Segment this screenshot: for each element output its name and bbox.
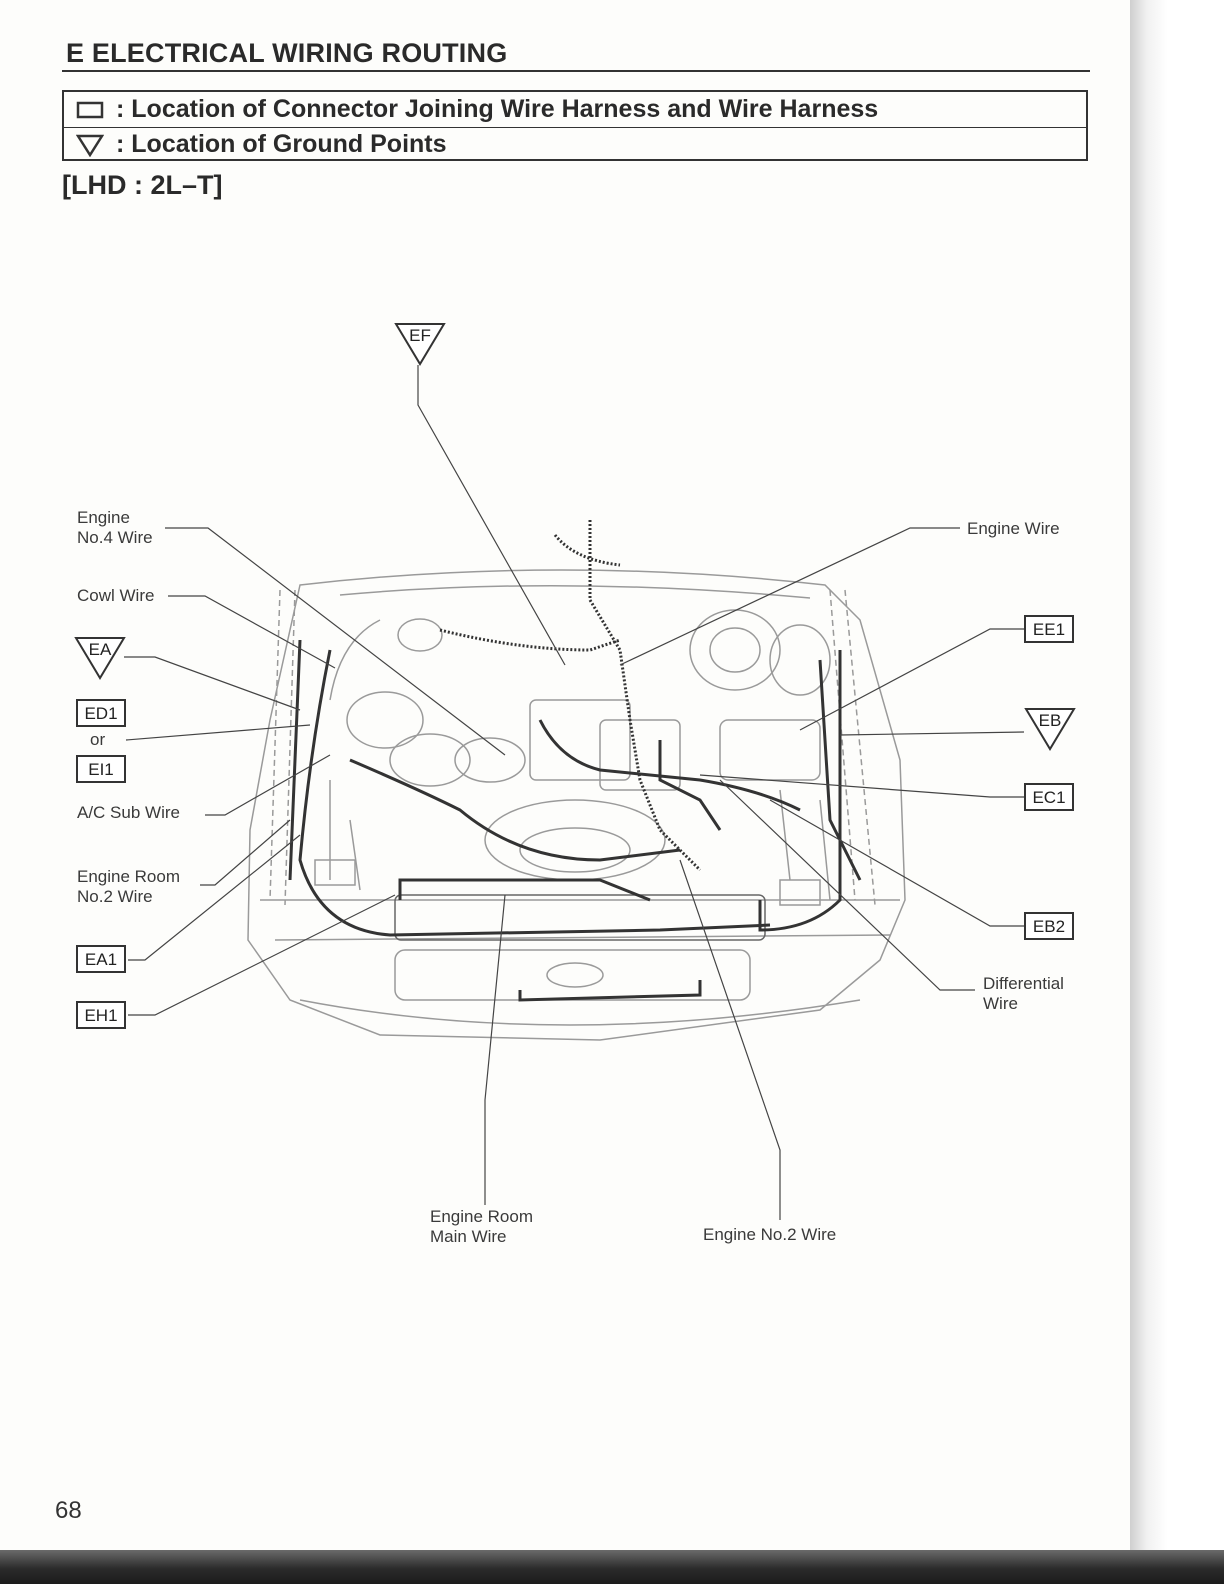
connector-square-icon [64,92,116,127]
ground-point-ea-label: EA [89,640,112,659]
vehicle-engine-drawing [247,569,906,1041]
ground-point-ef: EF [394,323,446,366]
connector-ee1-label: EE1 [1033,620,1065,639]
wire-harness-drawing [288,520,862,1002]
connector-eh1-label: EH1 [84,1006,117,1025]
legend-row-ground: : Location of Ground Points [64,127,1086,162]
scan-bottom-edge [0,1550,1224,1584]
ground-point-ea: EA [74,637,126,680]
section-title: E ELECTRICAL WIRING ROUTING [66,38,508,68]
label-differential-line2: Wire [983,994,1018,1013]
connector-ei1: EI1 [76,755,126,783]
label-engine-room-main-line2: Main Wire [430,1227,507,1246]
connector-ea1-label: EA1 [85,950,117,969]
ground-point-ef-label: EF [409,326,431,345]
connector-eh1: EH1 [76,1001,126,1029]
label-engine-no4-line1: Engine [77,508,130,527]
connector-ed1: ED1 [76,699,126,727]
connector-ei1-label: EI1 [88,760,114,779]
legend-row-connector: : Location of Connector Joining Wire Har… [64,92,1086,128]
connector-ee1: EE1 [1024,615,1074,643]
page-number: 68 [55,1497,82,1524]
engine-wiring-diagram: EF EA EB ED1 or EI1 EA1 EH1 EE1 EC1 EB2 … [74,323,1076,1246]
ground-triangle-icon [64,127,116,162]
label-cowl-wire: Cowl Wire [77,586,154,605]
label-ac-sub-wire: A/C Sub Wire [77,803,180,822]
engine-variant-subtitle: [LHD : 2L–T] [62,170,223,200]
manual-page [0,0,1130,1550]
label-engine-room-no2-line2: No.2 Wire [77,887,153,906]
connector-eb2-label: EB2 [1033,917,1065,936]
label-differential-line1: Differential [983,974,1064,993]
ground-point-eb-label: EB [1039,711,1062,730]
connector-ec1-label: EC1 [1032,788,1065,807]
label-engine-wire: Engine Wire [967,519,1060,538]
legend-box: : Location of Connector Joining Wire Har… [62,90,1088,161]
connector-ed1-label: ED1 [84,704,117,723]
connector-ea1: EA1 [76,945,126,973]
label-engine-room-main-line1: Engine Room [430,1207,533,1226]
label-engine-no4-line2: No.4 Wire [77,528,153,547]
label-engine-room-no2-line1: Engine Room [77,867,180,886]
connector-or-text: or [90,730,105,749]
legend-connector-text: : Location of Connector Joining Wire Har… [116,95,879,123]
legend-ground-text: : Location of Ground Points [116,130,447,158]
label-engine-no2-wire: Engine No.2 Wire [703,1225,836,1244]
book-gutter [1130,0,1224,1584]
leader-lines [124,365,1025,1220]
connector-eb2: EB2 [1024,912,1074,940]
ground-point-eb: EB [1024,708,1076,751]
title-rule [62,70,1090,72]
connector-ec1: EC1 [1024,783,1074,811]
